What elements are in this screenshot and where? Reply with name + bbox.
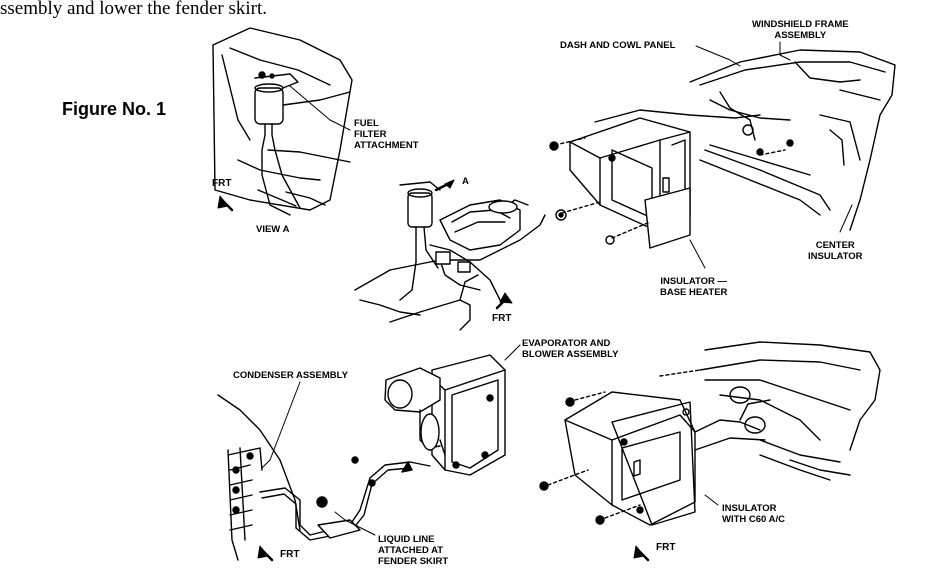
frt-label: FRT (212, 178, 232, 189)
frt-arrow-icon (257, 545, 274, 562)
label-line: INSULATOR (722, 503, 777, 514)
label-line: INSULATOR (808, 251, 863, 262)
label-windshield-frame-assembly: WINDSHIELD FRAME ASSEMBLY (752, 19, 849, 41)
label-line: LIQUID LINE (378, 534, 435, 545)
label-line: ATTACHMENT (354, 140, 419, 151)
label-line: WINDSHIELD FRAME (752, 19, 849, 30)
label-line: CENTER (815, 240, 855, 251)
label-line: WITH C60 A/C (722, 514, 785, 525)
frt-label: FRT (280, 549, 300, 560)
figure-label: Figure No. 1 (62, 99, 167, 119)
label-line: BLOWER ASSEMBLY (522, 349, 619, 360)
label-evaporator-blower-assembly: EVAPORATOR AND BLOWER ASSEMBLY (522, 338, 618, 360)
frt-label: FRT (492, 313, 512, 324)
label-fuel-filter-attachment: FUEL FILTER ATTACHMENT (354, 118, 419, 151)
label-liquid-line: LIQUID LINE ATTACHED AT FENDER SKIRT (378, 534, 448, 567)
label-line: ASSEMBLY (774, 30, 827, 41)
engine-fuel-filter-illustration (354, 181, 546, 331)
label-dash-cowl-panel: DASH AND COWL PANEL (560, 40, 676, 51)
condenser-evaporator-illustration (217, 344, 521, 561)
frt-arrow-icon (495, 292, 513, 310)
label-line: FUEL (354, 118, 379, 129)
label-a-marker: A (462, 176, 469, 187)
label-insulator-base-heater: INSULATOR — BASE HEATER (660, 276, 727, 298)
frt-label: FRT (656, 542, 676, 553)
label-view-a: VIEW A (256, 224, 290, 235)
c60-ac-assembly-illustration (539, 341, 881, 526)
label-condenser-assembly: CONDENSER ASSEMBLY (233, 370, 348, 381)
frt-arrow-icon (217, 195, 234, 212)
label-line: FILTER (354, 129, 387, 140)
label-line: ATTACHED AT (378, 545, 444, 556)
frt-arrow-icon (633, 545, 650, 562)
label-center-insulator: CENTER INSULATOR (808, 240, 863, 262)
intro-text: ssembly and lower the fender skirt. (0, 0, 267, 19)
label-line: EVAPORATOR AND (522, 338, 611, 349)
view-a-illustration (212, 27, 353, 216)
view-a-marker-icon (434, 179, 455, 192)
label-line: INSULATOR — (660, 276, 728, 287)
heater-assembly-illustration (549, 41, 896, 269)
label-line: BASE HEATER (660, 287, 728, 298)
label-insulator-c60-ac: INSULATOR WITH C60 A/C (722, 503, 785, 525)
label-line: FENDER SKIRT (378, 556, 449, 567)
